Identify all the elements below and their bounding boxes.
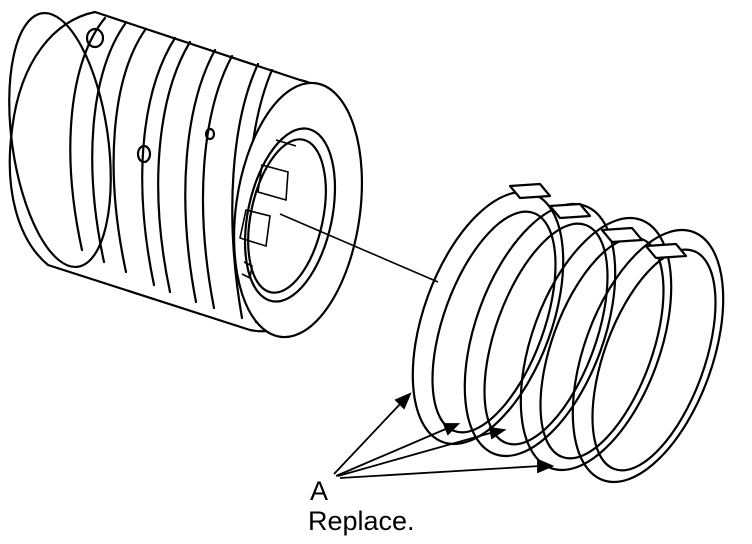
piston-body-icon: [8, 10, 364, 339]
callout-arrows: [333, 392, 555, 479]
assembly-leader-line: [279, 213, 439, 283]
callout-instruction: Replace.: [308, 506, 415, 536]
piston-ring-icon: [411, 182, 725, 484]
callout-letter: A: [310, 476, 329, 506]
